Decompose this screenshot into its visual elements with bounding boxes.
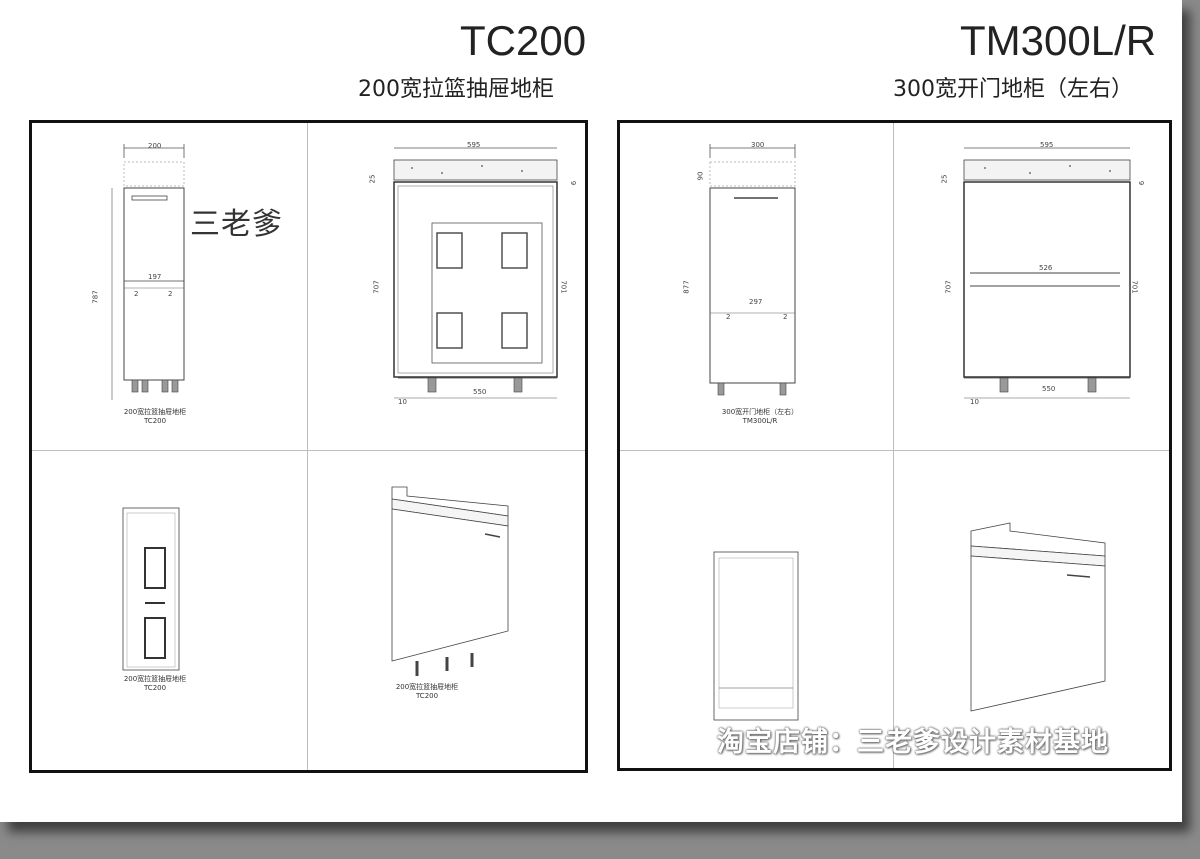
dim-top: 90 (696, 171, 705, 181)
side-dim-base: 550 (473, 388, 487, 396)
panel-divider (620, 450, 1169, 451)
caption-line-2: TC200 (143, 684, 167, 692)
isometric-caption: 200宽拉篮抽屉地柜 TC200 (392, 683, 462, 701)
dim-width: 200 (148, 142, 162, 150)
side-dim-top: 25 (368, 174, 377, 184)
side-dim-depth: 595 (1040, 141, 1054, 149)
left-model-description: 200宽拉篮抽屉地柜 (358, 77, 554, 102)
side-dim-shelf: 526 (1039, 264, 1053, 272)
caption-line-1: 300宽开门地柜（左右） (721, 408, 799, 416)
dim-left-gap: 2 (726, 313, 731, 321)
dim-height: 787 (91, 290, 100, 304)
dim-right-gap: 2 (168, 290, 173, 298)
panel-divider (307, 123, 308, 770)
side-dim-inner-height: 701 (1130, 280, 1139, 294)
dim-right-gap: 2 (783, 313, 788, 321)
panel-divider (32, 450, 585, 451)
dim-height: 877 (682, 280, 691, 294)
panel-divider (893, 123, 894, 768)
caption-line-2: TC200 (415, 692, 439, 700)
side-dim-inner-height: 701 (559, 280, 568, 294)
caption-line-2: TM300L/R (742, 417, 778, 425)
side-dim-offset: 10 (970, 398, 979, 406)
side-dim-base: 550 (1042, 385, 1056, 393)
side-dim-depth: 595 (467, 141, 481, 149)
dim-inner: 197 (148, 273, 162, 281)
dim-left-gap: 2 (134, 290, 139, 298)
caption-line-2: TC200 (143, 417, 167, 425)
right-model-description: 300宽开门地柜（左右） (893, 77, 1133, 102)
drawing-sheet: TC200 200宽拉篮抽屉地柜 TM300L/R 300宽开门地柜（左右） 2… (0, 0, 1182, 822)
plan-view-drawing (713, 551, 799, 721)
dim-width: 300 (751, 141, 765, 149)
caption-line-1: 200宽拉篮抽屉地柜 (123, 408, 187, 416)
side-dim-height: 707 (944, 280, 953, 294)
caption-line-1: 200宽拉篮抽屉地柜 (395, 683, 459, 691)
caption-line-1: 200宽拉篮抽屉地柜 (123, 675, 187, 683)
isometric-drawing (391, 486, 509, 676)
left-drawing-panel: 200 787 197 2 2 200宽拉篮抽屉地柜 TC200 三老爹 59 (29, 120, 588, 773)
isometric-drawing (970, 522, 1106, 712)
right-model-title: TM300L/R (960, 17, 1157, 64)
dim-inner: 297 (749, 298, 763, 306)
left-model-title: TC200 (460, 17, 587, 64)
side-section-drawing (393, 147, 558, 399)
right-drawing-panel: 300 877 90 297 2 2 300宽开门地柜（左右） TM300L/R… (617, 120, 1172, 771)
side-dim-side: 6 (1138, 180, 1147, 186)
front-caption: 200宽拉篮抽屉地柜 TC200 (120, 408, 190, 426)
watermark-shop: 淘宝店铺：三老爹设计素材基地 (717, 727, 1109, 758)
plan-caption: 200宽拉篮抽屉地柜 TC200 (120, 675, 190, 693)
front-caption: 300宽开门地柜（左右） TM300L/R (720, 408, 800, 426)
plan-view-drawing (122, 507, 180, 671)
watermark-center: 三老爹 (190, 207, 283, 242)
front-elevation-drawing (111, 144, 185, 400)
side-dim-offset: 10 (398, 398, 407, 406)
side-section-drawing (963, 147, 1131, 399)
side-dim-height: 707 (372, 280, 381, 294)
side-dim-top: 25 (940, 174, 949, 184)
front-elevation-drawing (709, 144, 796, 396)
side-dim-side: 6 (570, 180, 579, 186)
